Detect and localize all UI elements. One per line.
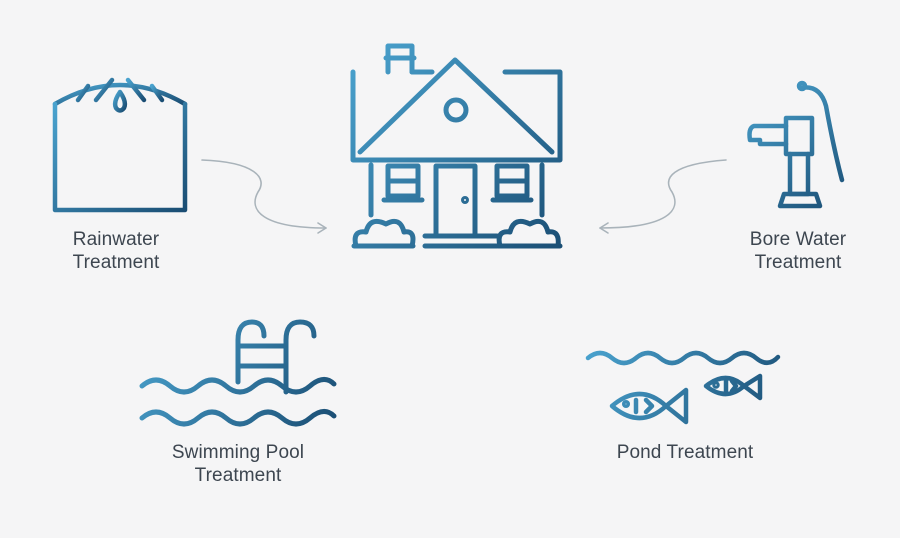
water-pump-icon [747, 80, 845, 209]
pool-label-line1: Swimming Pool [171, 442, 305, 463]
rainwater-label-line2: Treatment [72, 252, 160, 273]
bore-label-line2: Treatment [754, 252, 842, 273]
arrow-bore-to-house [599, 159, 727, 234]
house-icon [350, 43, 563, 249]
bore-water-treatment-label: Bore Water Treatment [728, 228, 868, 274]
pond-treatment-label: Pond Treatment [590, 441, 780, 464]
pond-label-line1: Pond Treatment [616, 442, 754, 463]
fish-pond-icon [585, 350, 781, 425]
arrow-rainwater-to-house [201, 159, 327, 234]
bore-label-line1: Bore Water [749, 229, 847, 250]
swimming-pool-treatment-label: Swimming Pool Treatment [148, 441, 328, 487]
swimming-pool-icon [139, 319, 337, 427]
rainwater-treatment-label: Rainwater Treatment [46, 228, 186, 274]
rainwater-label-line1: Rainwater [72, 229, 160, 250]
pool-label-line2: Treatment [194, 465, 282, 486]
water-tank-icon [52, 75, 188, 213]
